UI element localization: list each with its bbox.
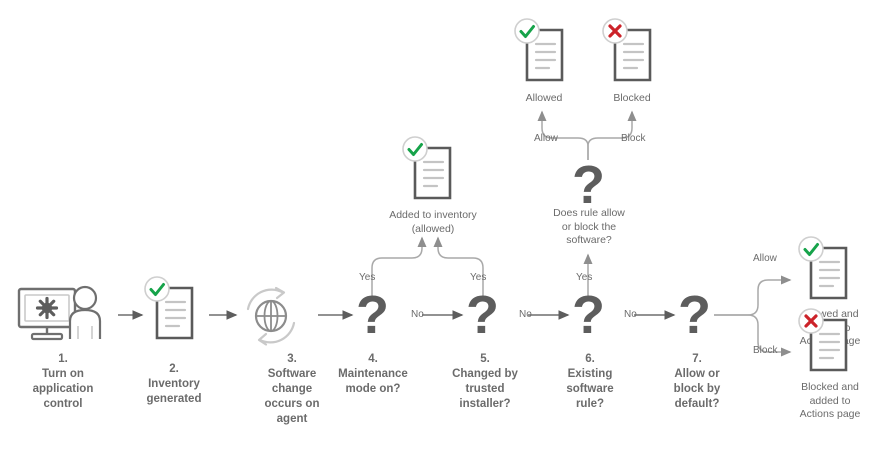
- document-blocked-icon-blocked: [598, 18, 668, 90]
- step-label-3: 3. Software change occurs on agent: [264, 353, 320, 425]
- question-mark-icon-step5: ?: [466, 285, 499, 345]
- edge-label-step5-yes: Yes: [470, 272, 487, 283]
- edge-label-default-block: Block: [753, 345, 778, 356]
- edge-step7-allow: [714, 275, 792, 316]
- caption-allowed: Allowed: [525, 92, 563, 104]
- step-label-5: 5. Changed by trusted installer?: [452, 353, 518, 410]
- monitor-user-icon: [16, 284, 108, 344]
- edge-label-rule-allow: Allow: [534, 133, 558, 144]
- document-allowed-icon-inventory: [398, 136, 468, 208]
- question-mark-icon-step4: ?: [356, 285, 389, 345]
- edge-label-default-allow: Allow: [753, 253, 777, 264]
- step-label-6: 6. Existing software rule?: [566, 353, 614, 410]
- edge-label-step4-no: No: [411, 309, 424, 320]
- edge-label-step5-no: No: [519, 309, 532, 320]
- document-allowed-icon-allowed: [510, 18, 580, 90]
- question-mark-icon-step6: ?: [572, 285, 605, 345]
- edge-label-step6-yes: Yes: [576, 272, 593, 283]
- question-mark-icon-step7: ?: [678, 285, 711, 345]
- document-blocked-icon-actions: [794, 308, 864, 380]
- question-mark-icon-rule: ?: [572, 155, 605, 215]
- step-label-1: 1. Turn on application control: [32, 353, 94, 410]
- edge-label-rule-block: Block: [621, 133, 646, 144]
- caption-blocked: Blocked: [613, 92, 651, 104]
- caption-blocked-actions: Blocked and added to Actions page: [799, 381, 861, 420]
- globe-refresh-icon: [240, 285, 302, 347]
- step-label-7: 7. Allow or block by default?: [673, 353, 721, 410]
- step-label-2: 2. Inventory generated: [146, 363, 202, 405]
- edge-step7-block: [714, 314, 792, 357]
- document-allowed-icon: [140, 276, 210, 348]
- document-allowed-icon-actions: [794, 236, 864, 308]
- step-label-4: 4. Maintenance mode on?: [338, 353, 408, 395]
- edge-label-step4-yes: Yes: [359, 272, 376, 283]
- caption-added-to-inventory: Added to inventory (allowed): [389, 209, 477, 235]
- caption-rule-question: Does rule allow or block the software?: [553, 207, 625, 246]
- edge-label-step6-no: No: [624, 309, 637, 320]
